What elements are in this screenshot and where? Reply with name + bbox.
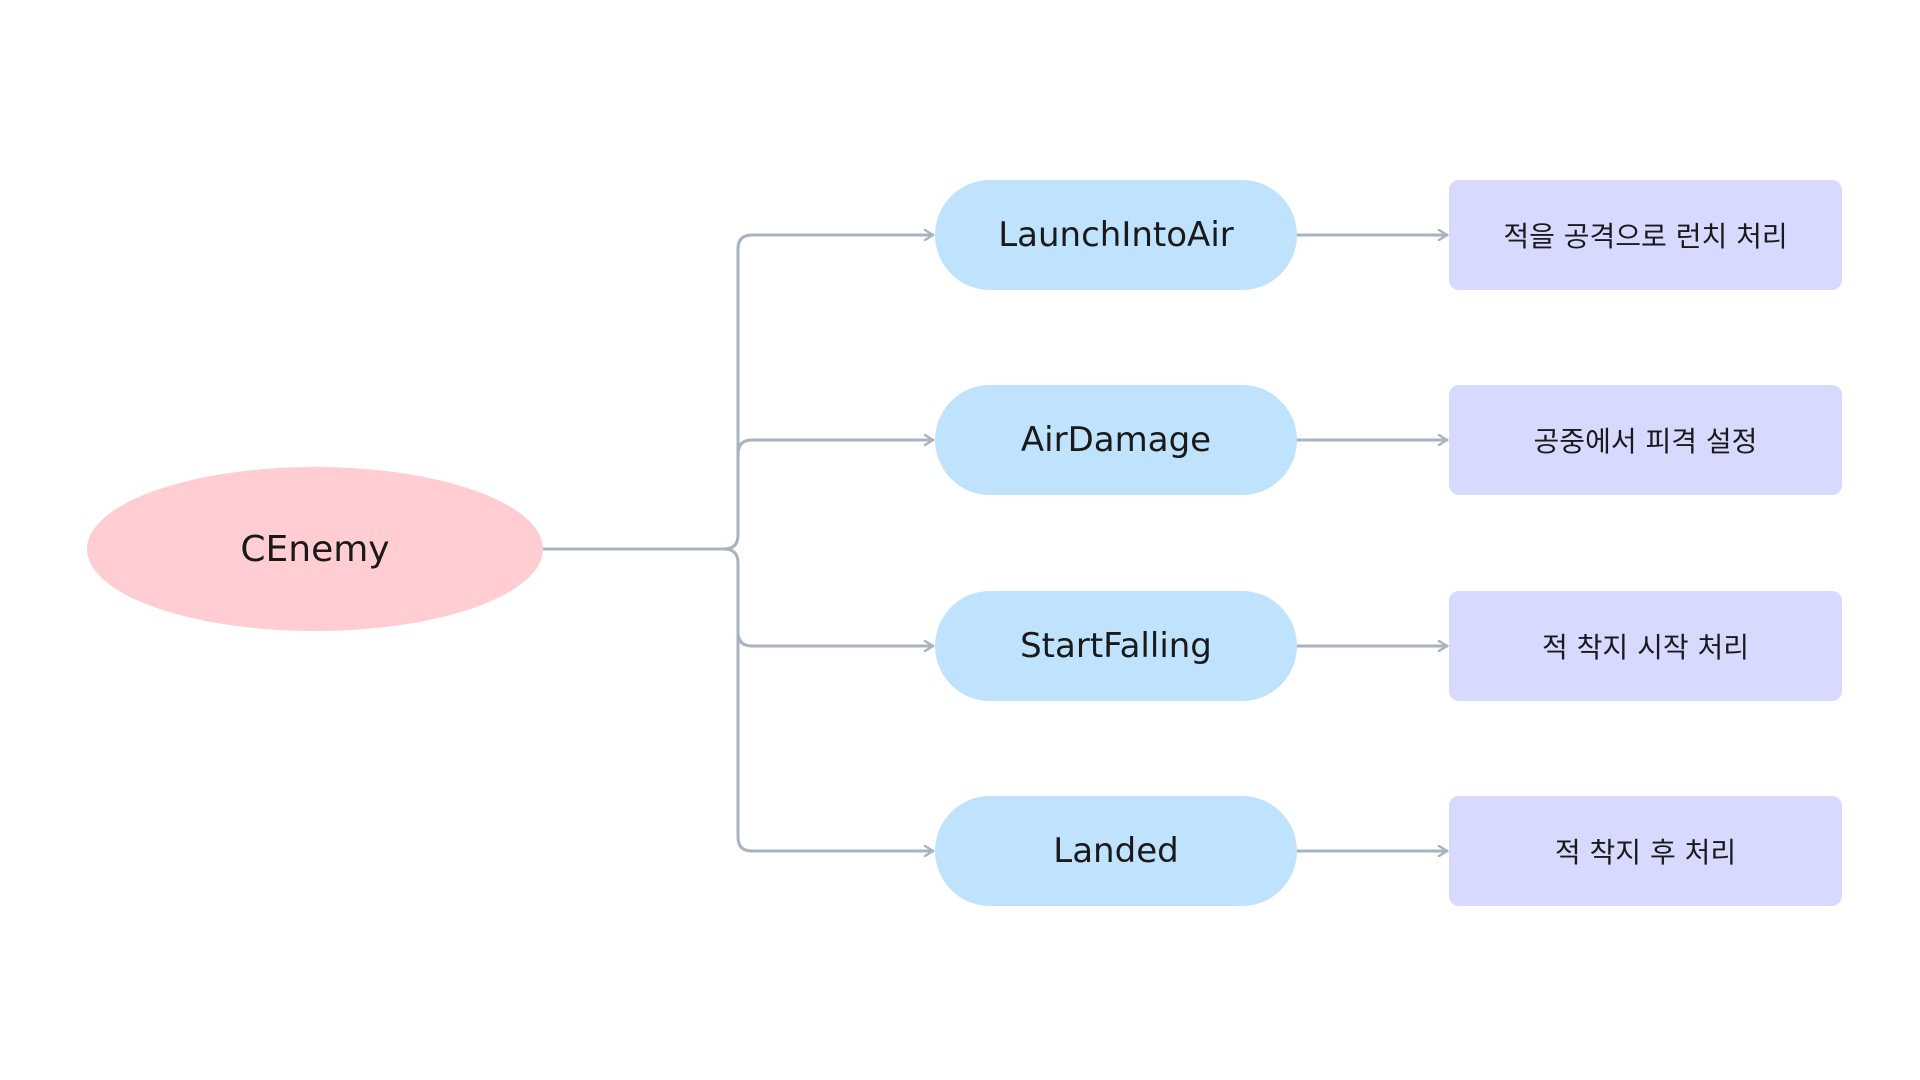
root-node-label: CEnemy [240,528,390,570]
trunk-upper-connector [722,235,935,551]
description-node-launchintoair: 적을 공격으로 런치 처리 [1449,180,1842,290]
method-node-startfalling: StartFalling [935,591,1297,701]
description-node-label: 적을 공격으로 런치 처리 [1503,220,1788,253]
description-node-label: 적 착지 후 처리 [1554,836,1737,869]
method-node-label: StartFalling [1020,626,1212,666]
method-node-label: LaunchIntoAir [998,215,1234,255]
branch-connector-startfalling [736,630,935,646]
method-node-launchintoair: LaunchIntoAir [935,180,1297,290]
description-node-label: 공중에서 피격 설정 [1533,425,1758,458]
description-node-startfalling: 적 착지 시작 처리 [1449,591,1842,701]
branch-connector-airdamage [736,440,935,456]
description-node-landed: 적 착지 후 처리 [1449,796,1842,906]
method-node-label: AirDamage [1020,420,1212,460]
root-node-cenemy: CEnemy [87,467,543,631]
description-node-airdamage: 공중에서 피격 설정 [1449,385,1842,495]
description-node-label: 적 착지 시작 처리 [1541,631,1750,664]
method-node-label: Landed [1053,831,1179,871]
trunk-lower-connector [722,547,935,851]
method-node-landed: Landed [935,796,1297,906]
method-node-airdamage: AirDamage [935,385,1297,495]
